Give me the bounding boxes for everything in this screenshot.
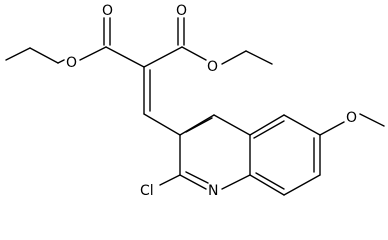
bond-o-ch3-methoxy	[359, 113, 385, 127]
bond-c7-c8	[283, 174, 321, 196]
atom-label-o-ester-left-ether: O	[66, 55, 77, 71]
bond-c3-c4	[179, 114, 215, 136]
bond-ethyl-left-2	[29, 47, 59, 64]
bond-c3-c4-inner	[185, 117, 213, 133]
bond-ch2-o-left	[57, 59, 65, 64]
atom-label-cl: Cl	[140, 183, 154, 198]
bond-ethyl-right	[245, 50, 273, 65]
bond-c6-o-methoxy	[319, 121, 345, 136]
atom-label-o-ester-left-carbonyl: O	[102, 3, 113, 19]
bond-n-c2-inner	[185, 171, 209, 184]
bond-vinyl-to-ring	[143, 113, 181, 136]
bond-c5-c6	[283, 114, 321, 136]
bond-n-c2	[179, 174, 207, 190]
bond-o-ch2-right	[221, 50, 247, 65]
bond-c8a-n	[221, 174, 251, 190]
bond-c4a-c5-inner	[253, 120, 285, 139]
bond-c4a-c5	[249, 114, 285, 136]
structure-diagram: O O O O O N Cl	[5, 3, 385, 198]
bond-o-c-left	[79, 46, 107, 61]
bond-center-c-right	[143, 46, 183, 68]
atom-label-o-ester-right-carbonyl: O	[176, 3, 187, 19]
bond-c-o-right	[181, 46, 207, 61]
atom-label-n-ring: N	[208, 183, 218, 198]
bond-ethyl-left	[5, 47, 31, 61]
bond-c8-c8a	[249, 174, 285, 196]
bond-c8-c8a-inner	[255, 172, 285, 190]
atom-label-o-ester-right-ether: O	[207, 59, 218, 75]
atom-label-o-methoxy: O	[346, 110, 357, 126]
bond-c4-c4a	[213, 114, 251, 136]
bond-c2-cl	[159, 174, 181, 186]
bond-c-center-left	[105, 46, 145, 68]
